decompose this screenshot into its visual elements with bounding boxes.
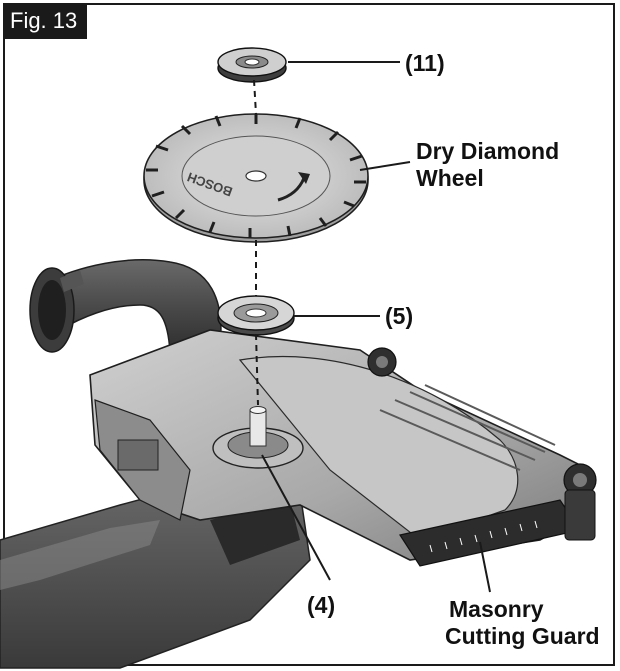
callout-masonry-guard-line2: Cutting Guard bbox=[445, 623, 600, 649]
masonry-cutting-guard bbox=[89, 329, 597, 567]
callout-part-4: (4) bbox=[307, 592, 336, 618]
dust-extraction-hose bbox=[29, 259, 222, 353]
leader-line-4 bbox=[261, 454, 331, 581]
assembly-axis bbox=[253, 79, 259, 406]
callout-diamond-wheel: Dry Diamond Wheel bbox=[416, 138, 559, 192]
leader-line-wheel bbox=[359, 161, 411, 171]
callout-masonry-guard: Masonry Cutting Guard bbox=[445, 596, 600, 650]
grinder-handle bbox=[0, 469, 311, 669]
clamping-flange bbox=[217, 295, 295, 336]
clamping-nut bbox=[217, 47, 287, 83]
callout-diamond-wheel-line1: Dry Diamond bbox=[416, 138, 560, 164]
figure-label: Fig. 13 bbox=[3, 3, 87, 39]
callout-part-11: (11) bbox=[405, 50, 445, 76]
leader-line-guard bbox=[479, 541, 491, 593]
callout-part-5: (5) bbox=[385, 303, 414, 329]
callout-diamond-wheel-line2: Wheel bbox=[416, 165, 484, 191]
dry-diamond-wheel: BOSCH bbox=[143, 113, 369, 243]
spindle-with-mounting-flange bbox=[212, 406, 304, 469]
callout-masonry-guard-line1: Masonry bbox=[449, 596, 544, 622]
